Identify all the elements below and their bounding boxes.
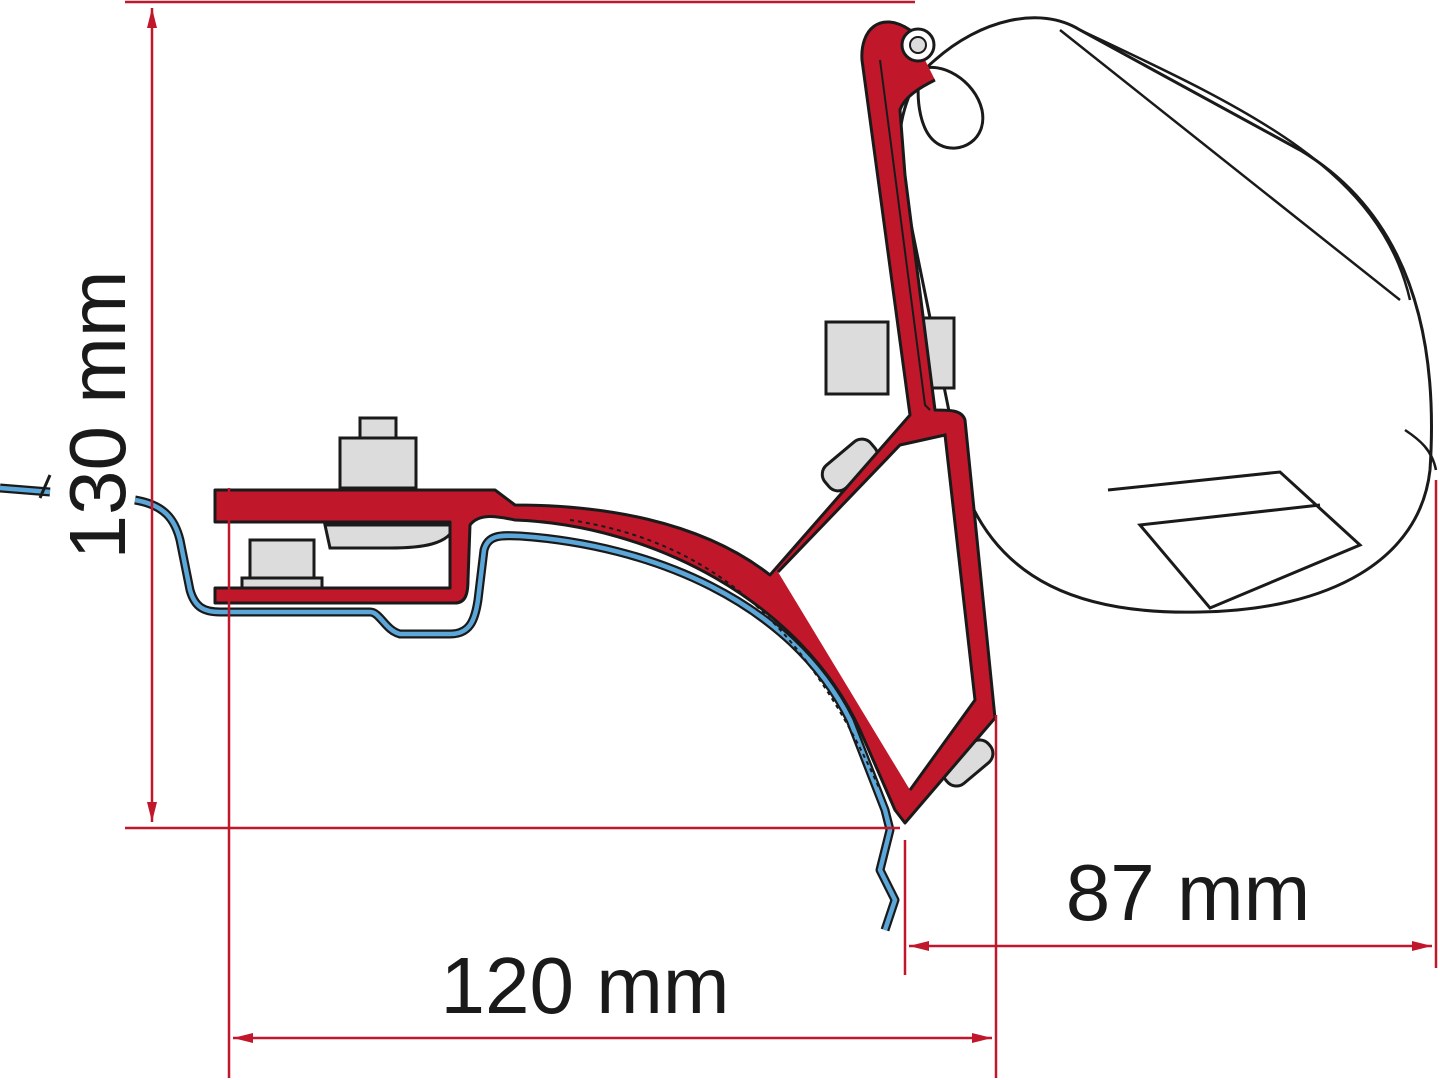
height-dimension-label: 130 mm xyxy=(53,271,142,560)
dimension-lines xyxy=(125,0,1438,1078)
offset-dimension-label: 87 mm xyxy=(1066,848,1311,937)
adapter-bracket xyxy=(213,20,997,825)
width-dimension-label: 120 mm xyxy=(441,941,730,1030)
awning-housing xyxy=(897,16,1438,614)
